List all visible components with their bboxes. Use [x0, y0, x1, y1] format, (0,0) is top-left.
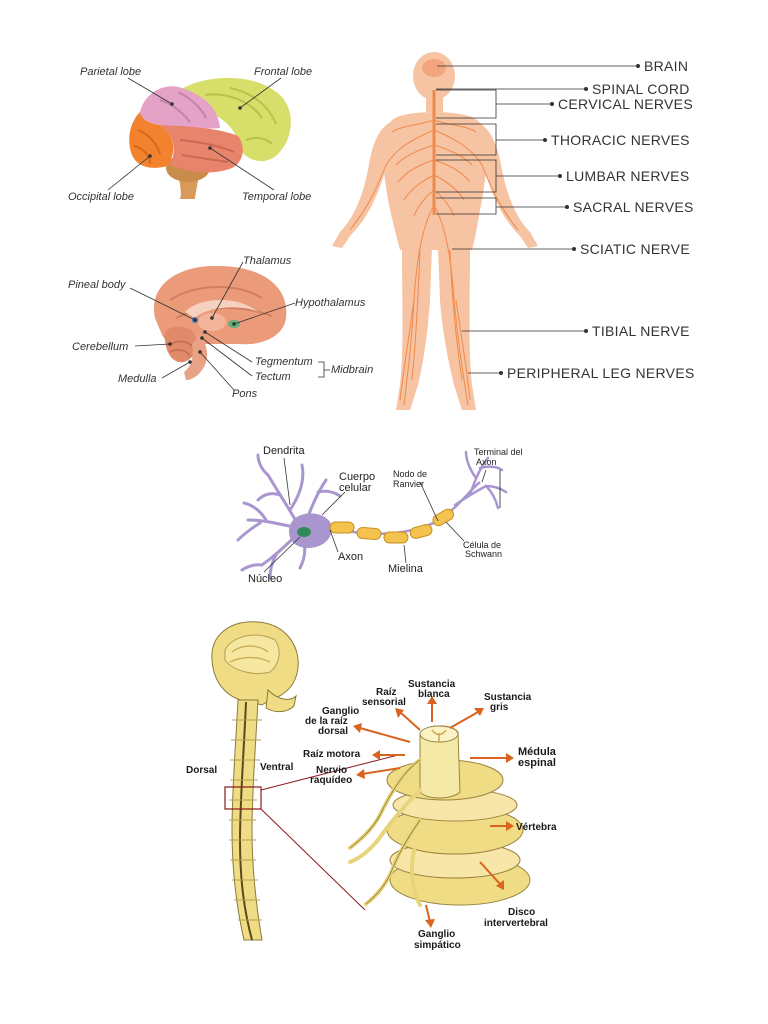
label-sustancia-gris-2: gris — [490, 702, 509, 713]
label-raiz-sensorial-1: Raíz — [376, 687, 397, 698]
label-nervio-2: raquídeo — [310, 775, 352, 786]
label-vertebra: Vértebra — [516, 822, 557, 833]
nerve-network — [349, 90, 519, 406]
label-medulla: Medulla — [118, 373, 157, 385]
label-tectum: Tectum — [255, 371, 291, 383]
label-thalamus: Thalamus — [243, 255, 292, 267]
label-ganglio-simp-1: Ganglio — [418, 929, 455, 940]
nervous-system-figure: BRAIN SPINAL CORD CERVICAL NERVES THORAC… — [332, 52, 695, 410]
brain-lobes-illustration — [129, 77, 291, 199]
label-nervio-1: Nervio — [316, 765, 347, 776]
brain-lobes-figure: Parietal lobe Frontal lobe Occipital lob… — [68, 66, 312, 203]
label-occipital-lobe: Occipital lobe — [68, 191, 134, 203]
label-medula-1: Médula — [518, 746, 557, 758]
label-dorsal: Dorsal — [186, 765, 217, 776]
label-nodo-1: Nodo de — [393, 469, 427, 479]
label-sacral-nerves: SACRAL NERVES — [573, 199, 694, 215]
label-disco-1: Disco — [508, 907, 535, 918]
label-terminal-2: Axon — [476, 457, 497, 467]
label-raiz-sensorial-2: sensorial — [362, 697, 406, 708]
label-cuerpo-1: Cuerpo — [339, 471, 375, 483]
spine-arrows — [353, 696, 514, 928]
label-pons: Pons — [232, 388, 258, 400]
spine-skeleton-illustration — [211, 621, 399, 941]
label-sciatic-nerve: SCIATIC NERVE — [580, 241, 690, 257]
label-cerebellum: Cerebellum — [72, 341, 128, 353]
label-frontal-lobe: Frontal lobe — [254, 66, 312, 78]
label-parietal-lobe: Parietal lobe — [80, 66, 141, 78]
label-brain: BRAIN — [644, 58, 688, 74]
label-ventral: Ventral — [260, 762, 294, 773]
label-nucleo: Núcleo — [248, 573, 282, 585]
label-cervical-nerves: CERVICAL NERVES — [558, 96, 693, 112]
neuron-figure: Dendrita Cuerpo celular Nodo de Ranvier … — [236, 445, 523, 585]
label-thoracic-nerves: THORACIC NERVES — [551, 132, 690, 148]
label-ganglio-simp-2: simpático — [414, 940, 461, 951]
label-ganglio-2: de la raíz — [305, 716, 348, 727]
vertebra-detail-illustration — [348, 725, 531, 907]
label-axon: Axon — [338, 551, 363, 563]
label-tibial-nerve: TIBIAL NERVE — [592, 323, 690, 339]
label-medula-2: espinal — [518, 757, 556, 769]
label-hypothalamus: Hypothalamus — [295, 297, 366, 309]
label-lumbar-nerves: LUMBAR NERVES — [566, 168, 689, 184]
label-sustancia-blanca-1: Sustancia — [408, 679, 456, 690]
label-spinal-cord: SPINAL CORD — [592, 81, 690, 97]
brain-section-figure: Thalamus Pineal body Hypothalamus Cerebe… — [68, 255, 373, 400]
label-ganglio-1: Ganglio — [322, 706, 359, 717]
label-cuerpo-2: celular — [339, 482, 372, 494]
label-pineal-body: Pineal body — [68, 279, 127, 291]
label-ganglio-3: dorsal — [318, 726, 348, 737]
label-celula-2: Schwann — [465, 549, 502, 559]
label-sustancia-gris-1: Sustancia — [484, 692, 532, 703]
label-mielina: Mielina — [388, 563, 424, 575]
label-midbrain: Midbrain — [331, 364, 373, 376]
label-celula-1: Célula de — [463, 540, 501, 550]
neuron-illustration — [236, 450, 508, 580]
label-dendrita: Dendrita — [263, 445, 305, 457]
label-tegmentum: Tegmentum — [255, 356, 313, 368]
label-raiz-motora: Raíz motora — [303, 749, 361, 760]
label-disco-2: intervertebral — [484, 918, 548, 929]
label-peripheral-leg-nerves: PERIPHERAL LEG NERVES — [507, 365, 695, 381]
label-sustancia-blanca-2: blanca — [418, 689, 450, 700]
label-temporal-lobe: Temporal lobe — [242, 191, 311, 203]
label-nodo-2: Ranvier — [393, 479, 424, 489]
spine-figure: Dorsal Ventral Sustancia blanca Raíz sen… — [186, 621, 557, 951]
label-terminal-1: Terminal del — [474, 447, 523, 457]
